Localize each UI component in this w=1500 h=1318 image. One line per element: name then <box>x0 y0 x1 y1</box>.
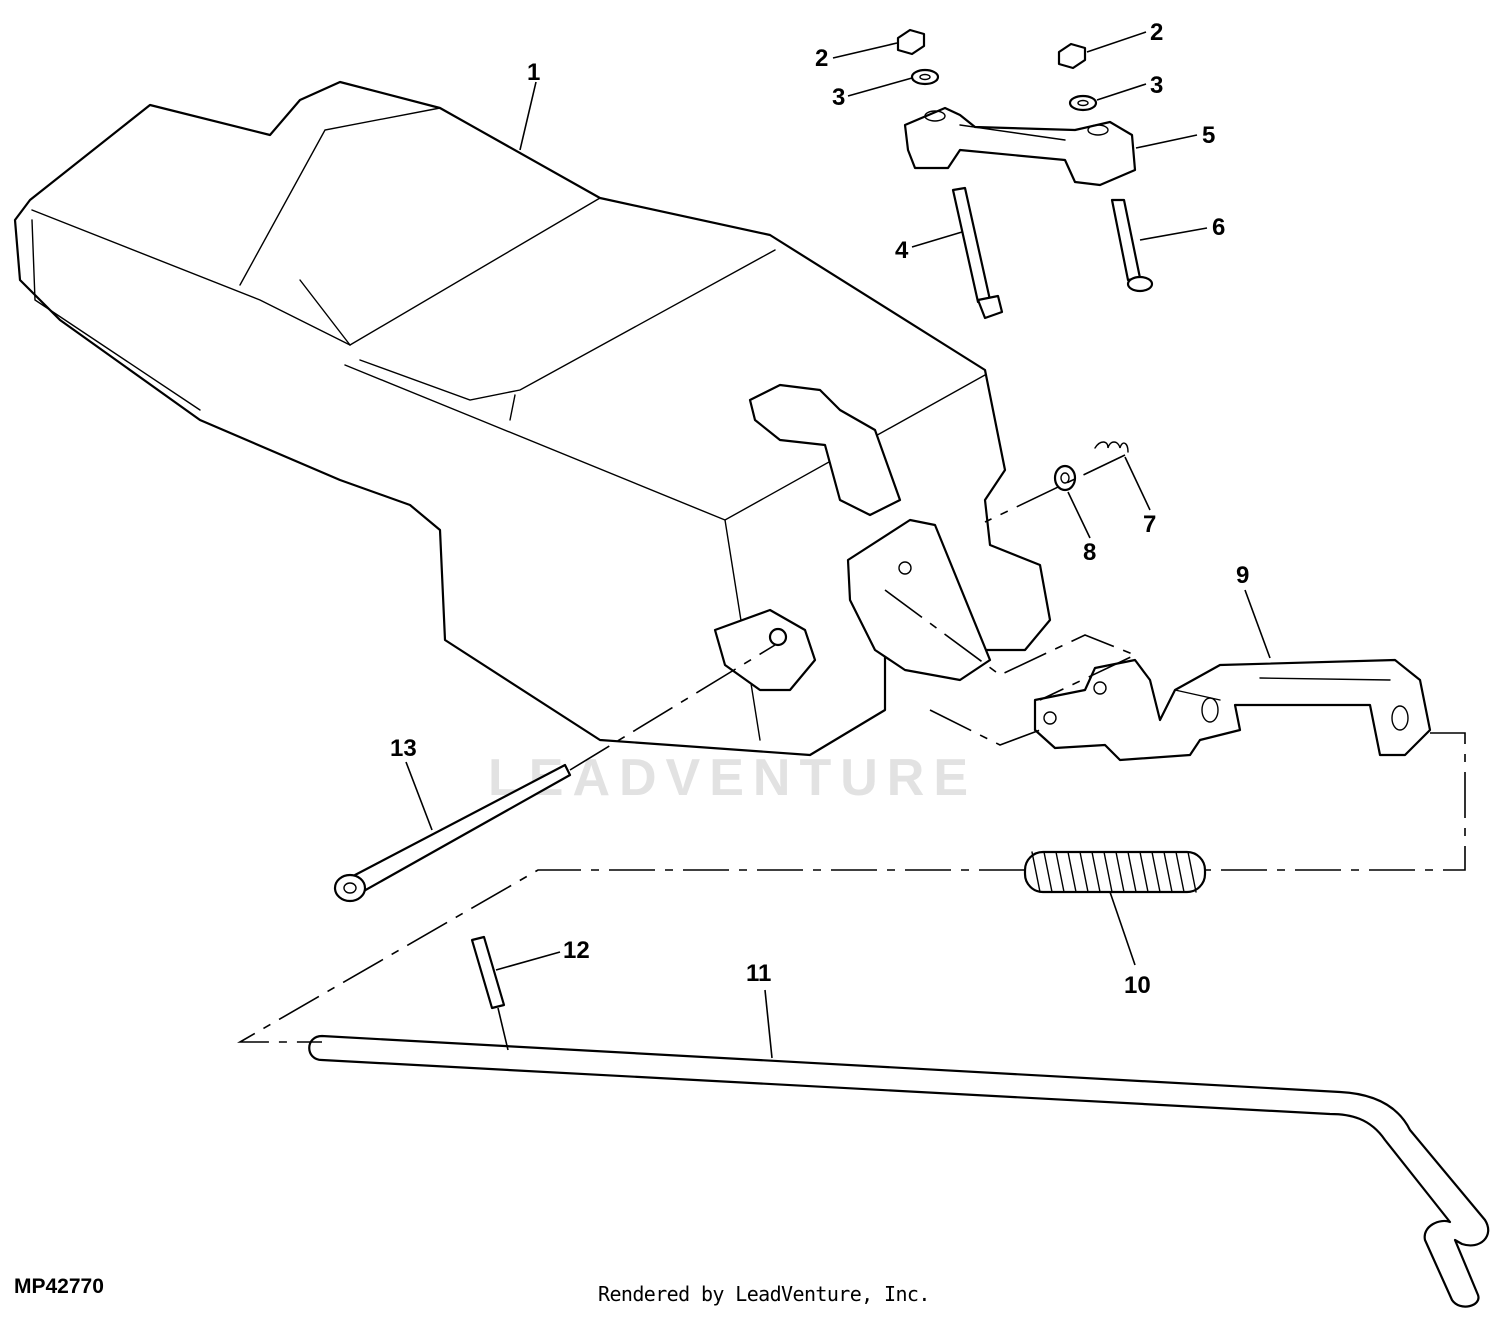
assembly-lines <box>237 454 1466 1051</box>
part-3-washer-left <box>910 68 940 86</box>
part-1-cover <box>13 80 1052 757</box>
callout-labels: 1 2 2 3 3 4 5 6 7 8 9 10 11 12 13 <box>390 19 1249 999</box>
callout-5: 5 <box>1202 122 1215 149</box>
callout-2-left: 2 <box>815 45 828 72</box>
callout-1: 1 <box>527 59 540 86</box>
figure-id: MP42770 <box>14 1275 104 1298</box>
callout-13: 13 <box>390 735 417 762</box>
render-credit: Rendered by LeadVenture, Inc. <box>598 1282 930 1306</box>
watermark: LEADVENTURE <box>488 749 977 807</box>
part-10-spring <box>1023 850 1207 894</box>
callout-8: 8 <box>1083 539 1096 566</box>
callout-6: 6 <box>1212 214 1225 241</box>
callout-2-right: 2 <box>1150 19 1163 46</box>
callout-9: 9 <box>1236 562 1249 589</box>
callout-3-right: 3 <box>1150 72 1163 99</box>
leader-lines <box>405 31 1271 1059</box>
callout-7: 7 <box>1143 511 1156 538</box>
part-8-washer <box>1053 464 1077 492</box>
part-12-pin <box>470 935 506 1010</box>
part-3-washer-right <box>1068 94 1098 112</box>
part-2-nut-right <box>1057 42 1087 70</box>
callout-12: 12 <box>563 937 590 964</box>
callout-11: 11 <box>746 960 771 987</box>
part-9-bracket <box>1033 658 1432 762</box>
callout-3-left: 3 <box>832 84 845 111</box>
part-2-nut-left <box>896 28 926 56</box>
part-13-long-pin <box>333 763 572 903</box>
part-6-bolt <box>1110 198 1154 293</box>
part-11-rod <box>308 1034 1490 1308</box>
callout-10: 10 <box>1124 972 1151 999</box>
part-5-pivot-arm <box>903 106 1137 187</box>
part-4-bolt <box>951 186 1004 320</box>
part-7-spring-clip <box>1094 441 1129 453</box>
callout-4: 4 <box>895 237 909 264</box>
